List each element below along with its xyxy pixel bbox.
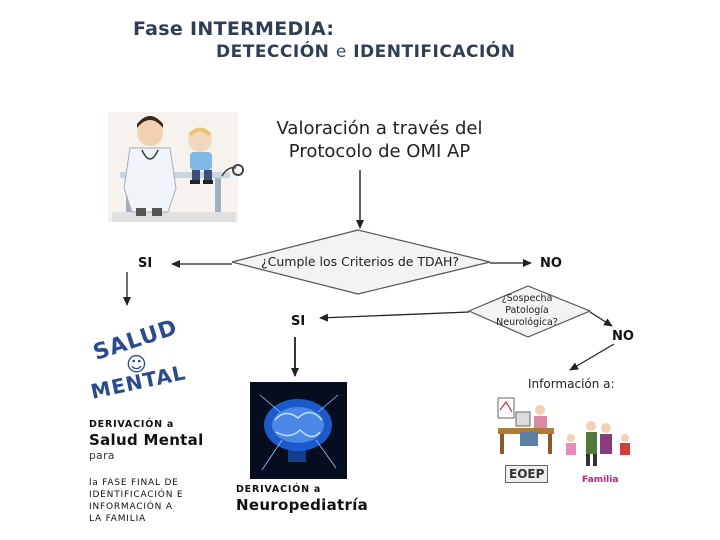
brain-image	[250, 382, 347, 479]
protocol-text: Valoración a través del Protocolo de OMI…	[262, 117, 497, 163]
salud-mental-logo-text: SALUD ☺ MENTAL	[89, 315, 189, 410]
si-left-label: SI	[138, 256, 153, 271]
logo-smile: ☺	[126, 352, 147, 376]
decision-2-line-3: Neurológica?	[496, 317, 558, 328]
no-lower-label: NO	[612, 329, 634, 344]
left-fase-block: la FASE FINAL DE IDENTIFICACIÓN E INFORM…	[89, 477, 183, 525]
middle-derivacion: DERIVACIÓN a	[236, 484, 322, 495]
title-fase: Fase	[133, 18, 190, 40]
si-middle-label: SI	[291, 314, 306, 329]
school-illustration	[497, 397, 554, 454]
left-target: Salud Mental	[89, 431, 204, 449]
left-fase-line-2: IDENTIFICACIÓN E	[89, 490, 184, 500]
decision-1-text: ¿Cumple los Criterios de TDAH?	[261, 254, 460, 269]
protocol-line-2: Protocolo de OMI AP	[288, 141, 471, 162]
title-intermedia: INTERMEDIA:	[190, 18, 335, 40]
familia-label: Familia	[582, 475, 619, 485]
title-e: e	[335, 42, 347, 62]
title-identificacion: IDENTIFICACIÓN	[353, 42, 516, 62]
left-derivacion: DERIVACIÓN a	[89, 419, 175, 430]
protocol-line-1: Valoración a través del	[276, 118, 483, 139]
eoep-label: EOEP	[505, 465, 549, 483]
left-fase-line-3: INFORMACIÓN A	[89, 502, 173, 512]
decision-diamond-1	[231, 229, 491, 295]
no-right-label: NO	[540, 256, 562, 271]
decision-diamond-2	[467, 285, 592, 338]
middle-target: Neuropediatría	[236, 496, 369, 514]
left-fase-line-4: LA FAMILIA	[89, 514, 146, 524]
title-line-2: DETECCIÓN e IDENTIFICACIÓN	[216, 42, 515, 62]
title-deteccion: DETECCIÓN	[216, 42, 330, 62]
doctor-child-illustration	[108, 112, 244, 222]
info-label: Información a:	[528, 377, 615, 391]
left-para: para	[89, 450, 115, 462]
left-fase-line-1: la FASE FINAL DE	[89, 478, 179, 488]
decision-2-line-2: Patología	[505, 305, 549, 316]
decision-2-text: ¿Sospecha Patología Neurológica?	[491, 293, 563, 329]
family-illustration	[566, 421, 630, 466]
title-line-1: Fase INTERMEDIA:	[133, 18, 334, 40]
decision-2-line-1: ¿Sospecha	[501, 293, 553, 304]
